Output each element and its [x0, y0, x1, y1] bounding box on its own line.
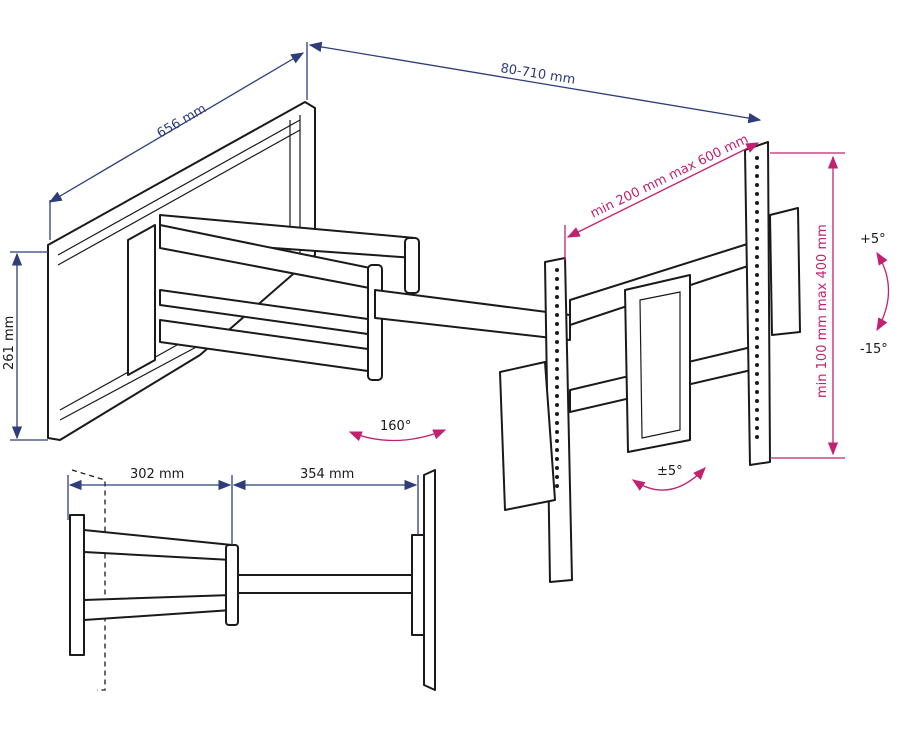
mounting-hole	[755, 390, 759, 394]
mounting-hole	[755, 192, 759, 196]
tilt-down-label: -15°	[860, 342, 888, 357]
vesa-horizontal-label: min 200 mm max 600 mm	[588, 132, 751, 222]
mounting-hole	[555, 286, 559, 290]
mounting-hole	[755, 363, 759, 367]
mounting-hole	[555, 295, 559, 299]
mounting-hole	[755, 354, 759, 358]
tv-bracket	[499, 141, 801, 583]
mounting-hole	[755, 273, 759, 277]
mounting-hole	[755, 426, 759, 430]
tilt-up-label: +5°	[860, 232, 886, 247]
mounting-hole	[555, 457, 559, 461]
mounting-hole	[555, 340, 559, 344]
mounting-hole	[555, 439, 559, 443]
mounting-hole	[555, 484, 559, 488]
mounting-hole	[555, 421, 559, 425]
mounting-hole	[555, 394, 559, 398]
mounting-hole	[555, 277, 559, 281]
mounting-hole	[755, 156, 759, 160]
mounting-hole	[555, 322, 559, 326]
mounting-hole	[755, 381, 759, 385]
mounting-hole	[755, 237, 759, 241]
side-view	[69, 469, 436, 691]
wall-plate-width-label: 656 mm	[155, 101, 210, 141]
wall-plate	[47, 101, 316, 441]
mounting-hole	[555, 430, 559, 434]
mounting-hole	[555, 385, 559, 389]
mounting-hole	[555, 304, 559, 308]
mounting-hole	[555, 358, 559, 362]
mounting-hole	[555, 403, 559, 407]
mounting-hole	[755, 318, 759, 322]
mounting-hole	[555, 367, 559, 371]
mounting-hole	[555, 466, 559, 470]
vesa-vertical-label: min 100 mm max 400 mm	[815, 224, 830, 398]
mounting-hole	[755, 309, 759, 313]
mounting-hole	[555, 268, 559, 272]
mounting-hole	[555, 448, 559, 452]
magenta-dimensions	[348, 142, 890, 491]
wall-plate-height-label: 261 mm	[2, 316, 17, 370]
mounting-hole	[755, 165, 759, 169]
mounting-hole	[555, 349, 559, 353]
mounting-hole	[555, 412, 559, 416]
mounting-hole	[755, 327, 759, 331]
mounting-hole	[755, 408, 759, 412]
blue-dimensions	[10, 41, 762, 545]
mounting-hole	[755, 282, 759, 286]
arm-first-length-label: 302 mm	[130, 467, 184, 482]
swivel-label: 160°	[380, 419, 411, 434]
mounting-hole	[755, 201, 759, 205]
mounting-hole	[755, 174, 759, 178]
mounting-hole	[755, 246, 759, 250]
mounting-hole	[755, 291, 759, 295]
mounting-hole	[755, 372, 759, 376]
mounting-hole	[755, 219, 759, 223]
mounting-hole	[755, 399, 759, 403]
mounting-hole	[755, 300, 759, 304]
mounting-hole	[755, 228, 759, 232]
mounting-hole	[755, 183, 759, 187]
arm-second-length-label: 354 mm	[300, 467, 354, 482]
swing-arms	[159, 214, 571, 381]
mounting-hole	[755, 264, 759, 268]
rotation-label: ±5°	[657, 464, 683, 479]
extension-range-label: 80-710 mm	[499, 61, 576, 88]
mounting-hole	[755, 255, 759, 259]
mounting-hole	[755, 417, 759, 421]
mounting-hole	[755, 336, 759, 340]
mounting-hole	[555, 313, 559, 317]
mounting-hole	[755, 435, 759, 439]
mounting-hole	[555, 331, 559, 335]
mounting-hole	[555, 376, 559, 380]
mounting-hole	[755, 345, 759, 349]
mounting-hole	[555, 475, 559, 479]
mounting-hole	[755, 210, 759, 214]
